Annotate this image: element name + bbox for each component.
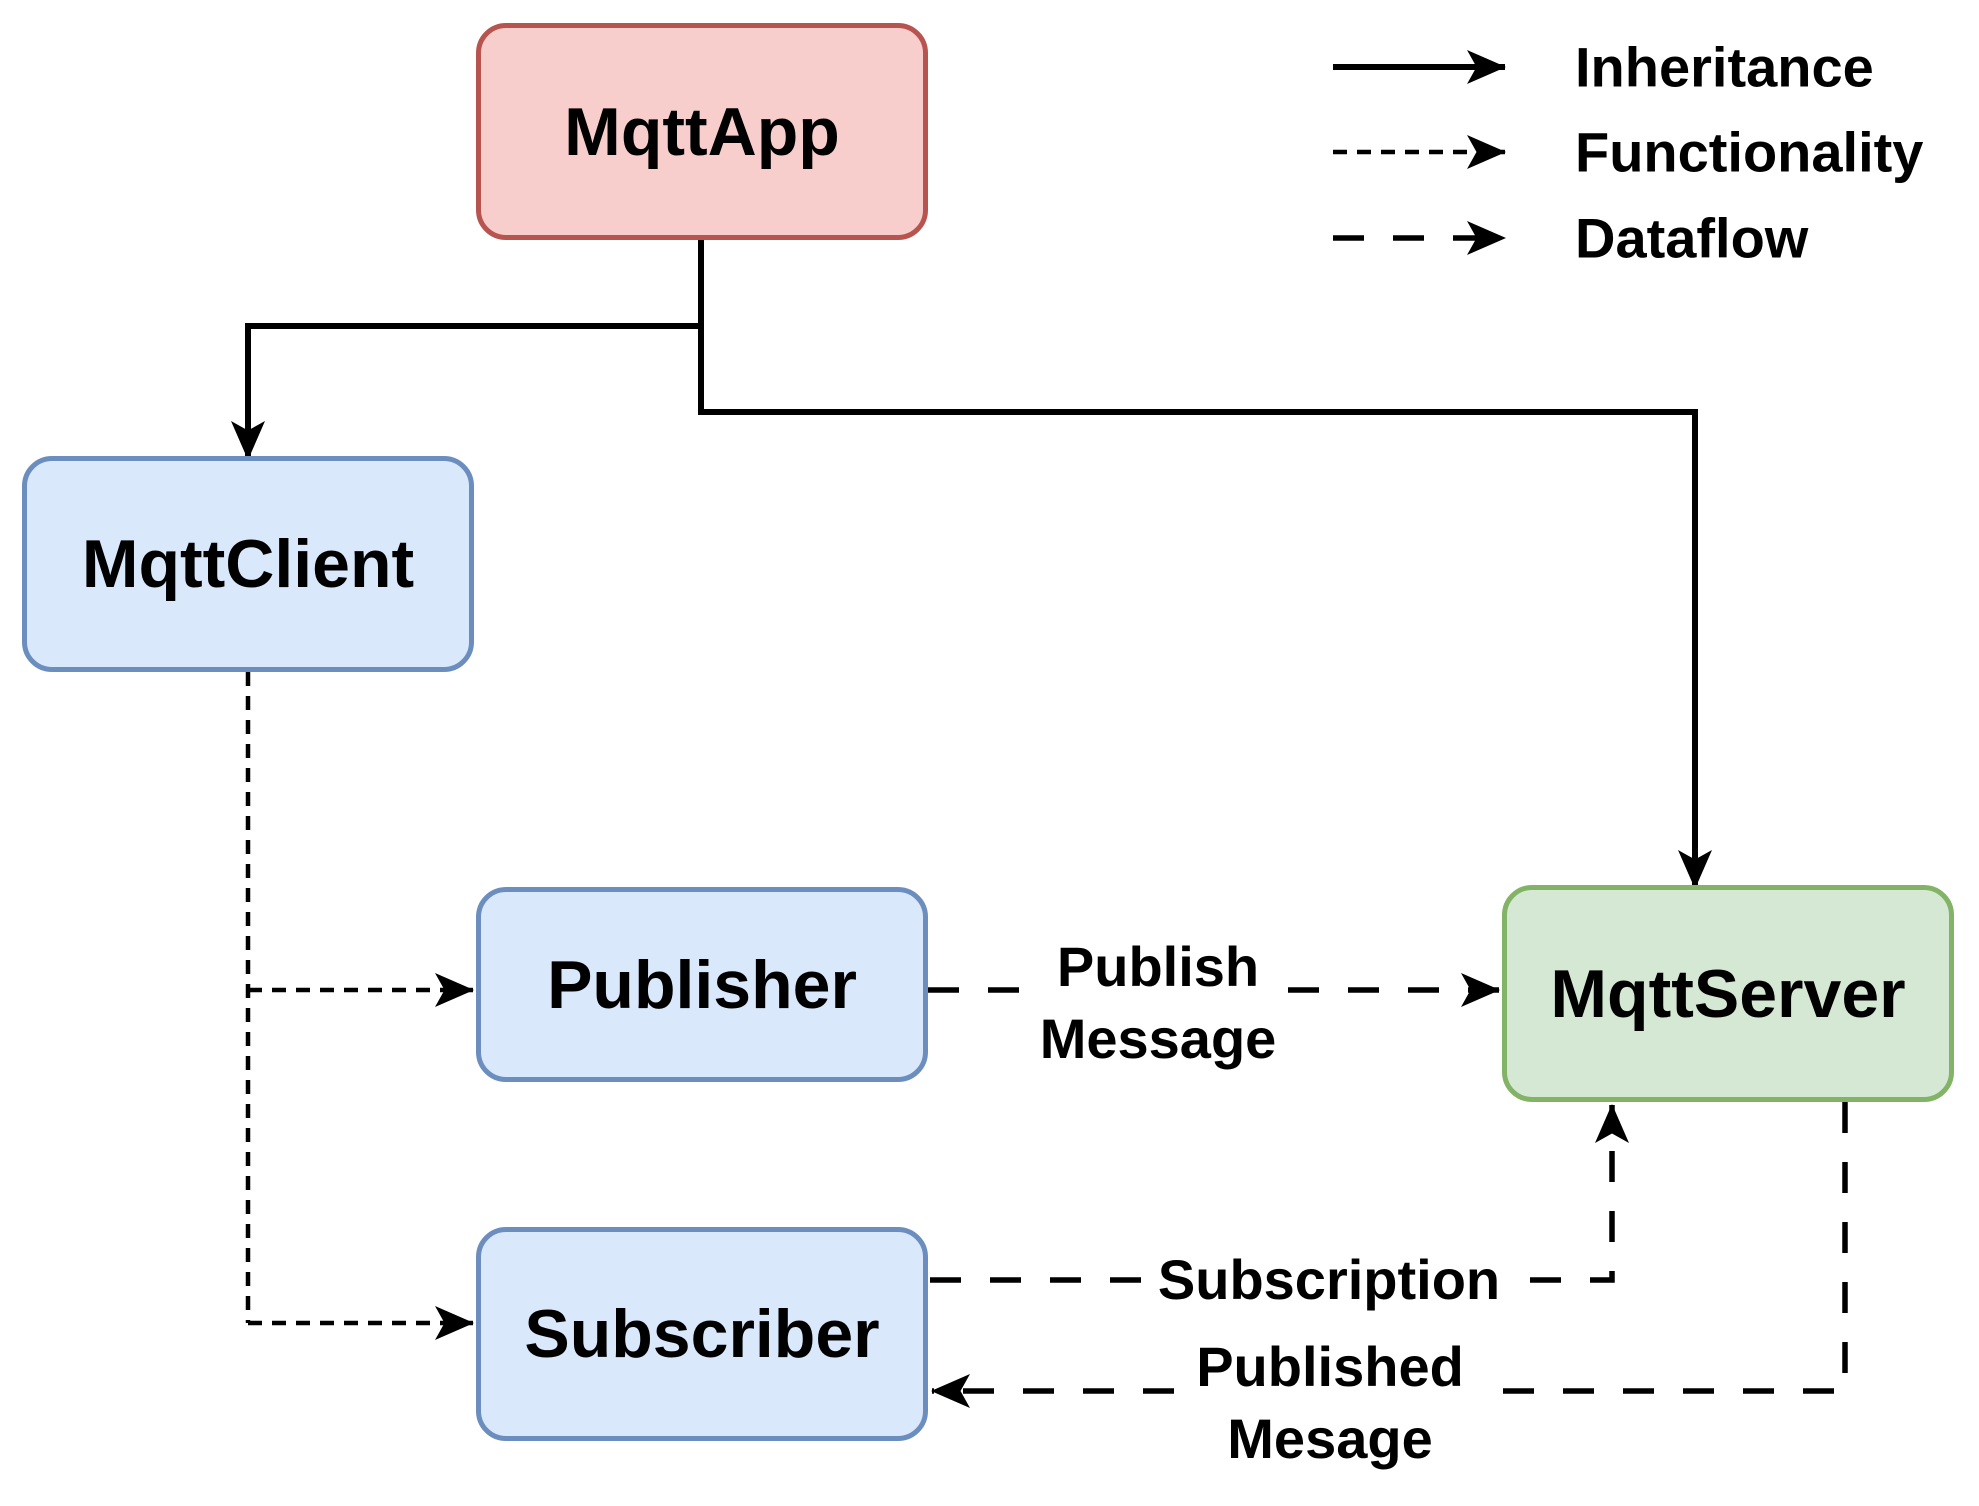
node-label-publisher: Publisher xyxy=(547,946,857,1023)
node-publisher: Publisher xyxy=(476,887,928,1082)
edge-label-publish-message: Publish Message xyxy=(1029,929,1287,1077)
node-label-mqttserver: MqttServer xyxy=(1550,955,1906,1032)
edge-label-published-mesage: Published Mesage xyxy=(1186,1329,1474,1477)
legend-label-dataflow: Dataflow xyxy=(1575,206,1809,270)
node-label-mqttclient: MqttClient xyxy=(81,526,415,602)
edge-label-line: Mesage xyxy=(1227,1407,1433,1470)
node-mqttserver: MqttServer xyxy=(1502,885,1954,1102)
edge-label-subscription: Subscription xyxy=(1147,1242,1511,1318)
edge-label-line: Subscription xyxy=(1157,1248,1501,1311)
edge-label-line: Published xyxy=(1196,1335,1464,1398)
edge-label-line: Message xyxy=(1039,1007,1277,1070)
node-subscriber: Subscriber xyxy=(476,1227,928,1441)
legend-label-functionality: Functionality xyxy=(1575,120,1924,184)
edge-app-to-client xyxy=(231,240,704,460)
node-label-mqttapp: MqttApp xyxy=(564,93,840,170)
node-label-subscriber: Subscriber xyxy=(524,1296,880,1372)
node-mqttclient: MqttClient xyxy=(22,456,474,672)
legend-label-inheritance: Inheritance xyxy=(1575,35,1874,99)
node-mqttapp: MqttApp xyxy=(476,23,928,240)
edge-app-to-server xyxy=(698,240,1712,889)
edge-label-line: Publish xyxy=(1056,935,1260,998)
edge-subscription xyxy=(930,1104,1629,1283)
